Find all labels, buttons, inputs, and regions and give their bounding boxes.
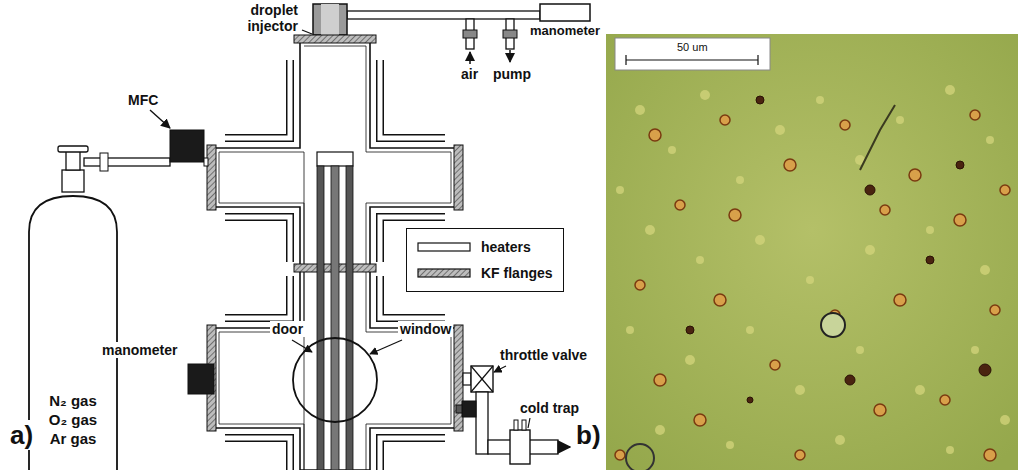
leader-line bbox=[150, 110, 170, 128]
window-circle bbox=[293, 338, 377, 422]
injector-highlight bbox=[321, 4, 339, 35]
leader-line bbox=[494, 366, 506, 372]
valve bbox=[503, 30, 517, 38]
leader-line bbox=[528, 418, 530, 428]
panel-letter: a) bbox=[8, 420, 35, 450]
panel-letter: b) bbox=[574, 420, 603, 450]
flow-arrow bbox=[469, 52, 471, 64]
micrograph bbox=[606, 34, 1018, 470]
scale-bar-box bbox=[615, 38, 770, 70]
leader-line bbox=[302, 30, 312, 34]
legend-row: heaters bbox=[417, 234, 553, 260]
scale-bar bbox=[626, 59, 758, 60]
gas-name: O₂ gas bbox=[49, 410, 97, 429]
manometer-box bbox=[188, 364, 214, 394]
port-label: pump bbox=[491, 66, 533, 82]
pipe bbox=[347, 11, 540, 19]
droplet-injector bbox=[313, 4, 347, 35]
mfc-box bbox=[170, 130, 204, 162]
part-label: MFC bbox=[126, 92, 160, 108]
valve bbox=[463, 30, 477, 38]
legend-row: KF flanges bbox=[417, 260, 553, 286]
legend-swatch bbox=[417, 267, 471, 279]
cylinder-body bbox=[29, 196, 117, 470]
legend-text: KF flanges bbox=[481, 265, 553, 281]
leader-line bbox=[292, 340, 312, 352]
part-label: droplet injector bbox=[230, 2, 300, 34]
part-label: cold trap bbox=[518, 400, 581, 416]
part-label: manometer bbox=[528, 23, 602, 38]
gas-name: Ar gas bbox=[50, 429, 97, 448]
scale-label: 50 um bbox=[675, 41, 710, 54]
manometer-box bbox=[540, 4, 590, 21]
part-label: window bbox=[398, 321, 453, 337]
flow-arrow bbox=[509, 50, 511, 62]
legend-swatch bbox=[417, 241, 471, 253]
port-label: air bbox=[459, 66, 480, 82]
part-label: throttle valve bbox=[498, 347, 589, 363]
gas-cylinder: N₂ gasO₂ gasAr gas bbox=[28, 190, 118, 470]
legend-text: heaters bbox=[481, 239, 531, 255]
gas-line bbox=[58, 110, 208, 192]
legend-box: heaters KF flanges bbox=[406, 228, 564, 292]
gas-name: N₂ gas bbox=[49, 391, 97, 410]
part-label: manometer bbox=[100, 342, 179, 358]
leader-line bbox=[370, 340, 402, 354]
cold-trap bbox=[510, 430, 530, 464]
part-label: door bbox=[270, 321, 305, 337]
